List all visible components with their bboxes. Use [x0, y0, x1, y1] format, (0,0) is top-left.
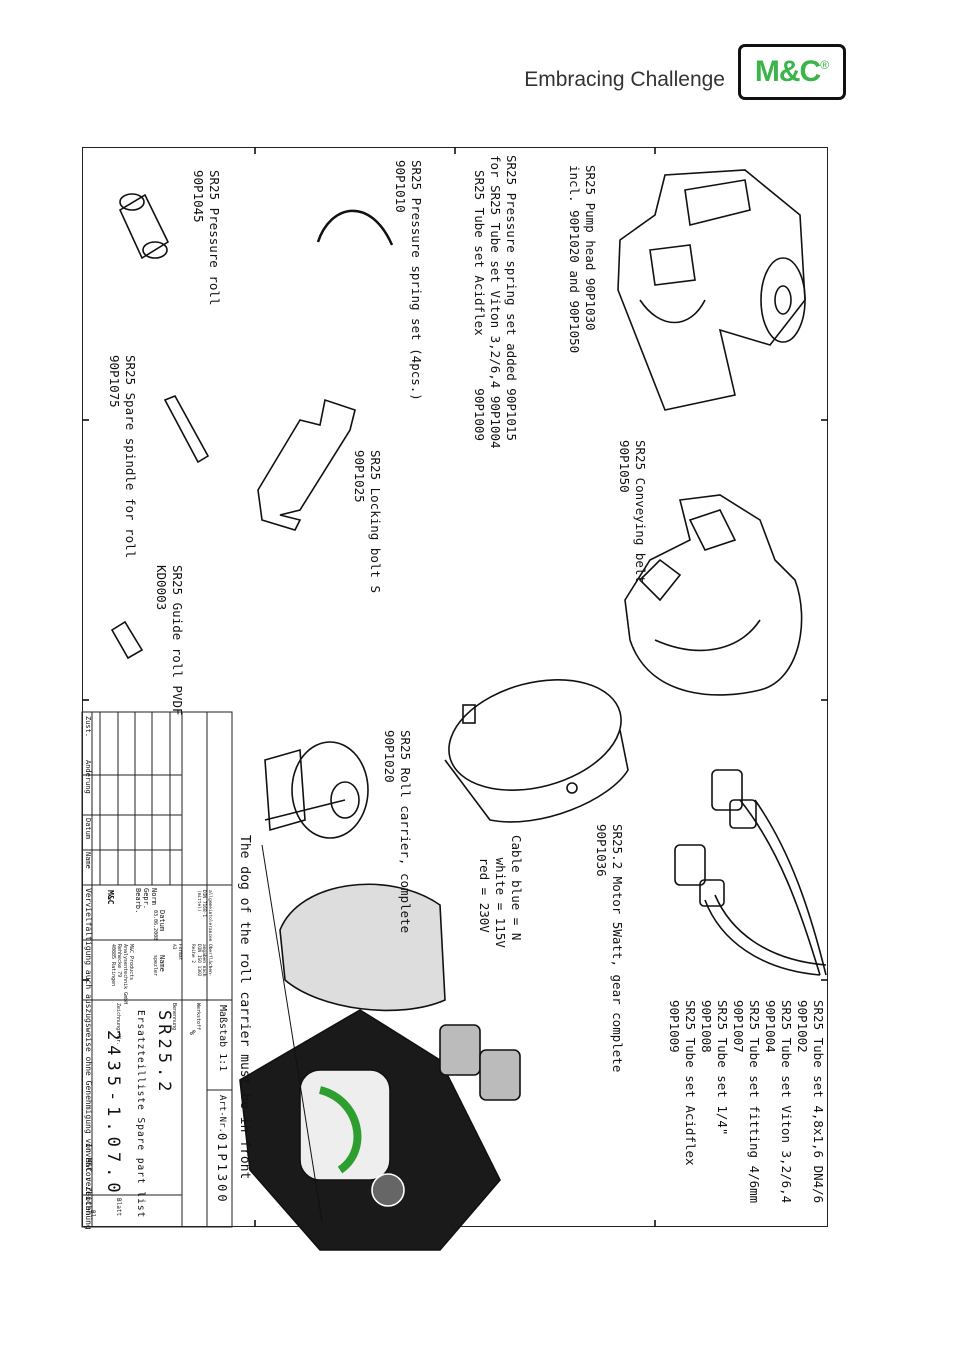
assembled-pump-drawing — [239, 883, 521, 1251]
tb-scale: Maßstab 1:1 — [217, 1005, 228, 1072]
tb-gepr: Gepr. — [142, 888, 150, 910]
tb-werkstoff: Werkstoff — [195, 1003, 201, 1031]
tb-footer-aenderung: Änderung — [84, 760, 92, 794]
tb-footer-zust: Zust. — [84, 716, 92, 738]
conveying-belt-drawing — [624, 494, 803, 696]
pump-head-drawing — [617, 169, 806, 411]
pressure-spring-drawing — [316, 209, 394, 246]
roll-carrier-drawing — [264, 741, 369, 839]
tb-title: SR25.2 — [154, 1010, 174, 1096]
spare-spindle-drawing — [163, 394, 210, 464]
tb-surface: Oberflächen- angaben nach DIN ISO 1302 R… — [190, 944, 213, 977]
tagline: Embracing Challenge — [524, 68, 725, 91]
tb-subtitle: Ersatzteilliste Spare part list — [135, 1010, 146, 1219]
guide-roll-drawing — [110, 620, 144, 660]
tb-company: M&C Products Analysentechnik GmbH Rehhec… — [110, 944, 134, 1005]
logo-registered-mark: ® — [820, 58, 830, 72]
locking-bolt-drawing — [257, 398, 356, 531]
tb-footer-name: Name — [84, 852, 92, 869]
company-logo: M&C ® — [738, 44, 846, 100]
tb-name-value: spezler — [152, 955, 158, 977]
tb-format: Format A3 — [171, 944, 183, 961]
logo-text: M&C — [754, 55, 821, 88]
tb-datum: Datum — [158, 910, 166, 932]
tb-logo: M&C — [106, 890, 115, 905]
tb-art-label: Art-Nr. — [217, 1095, 227, 1133]
tb-general-tolerance: allgemeintoleranzen DIN 7168-1 (mittel) — [196, 890, 212, 942]
tb-bearb: Bearb. — [134, 888, 142, 914]
tb-footer-datum: Datum — [84, 818, 92, 840]
tb-name: Name — [158, 955, 166, 972]
tube-set-drawing — [674, 769, 827, 976]
tb-blatt: Blatt — [115, 1198, 122, 1217]
tb-bl: Bl. — [89, 1210, 96, 1221]
tb-werkstoff-value: % — [188, 1030, 197, 1035]
tb-art-no: 01P1300 — [215, 1133, 229, 1205]
tb-drawing-no: 2435-1.07.0 — [103, 1030, 123, 1198]
pressure-roll-drawing — [118, 193, 170, 260]
tb-norm: Norm — [150, 888, 158, 905]
tb-date-value: 03.06.2008 — [152, 910, 158, 941]
motor-drawing — [444, 679, 629, 823]
